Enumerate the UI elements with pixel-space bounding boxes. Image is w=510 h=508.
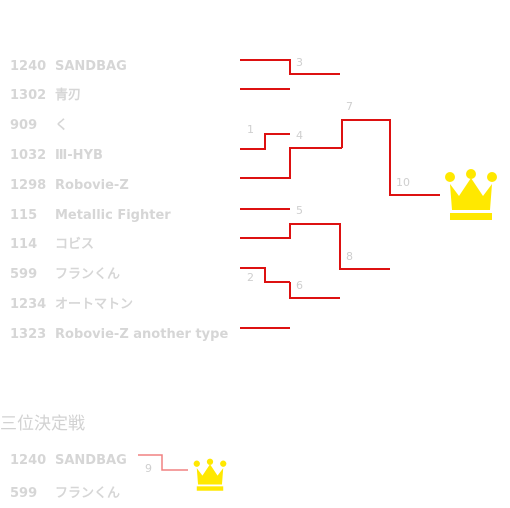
- entry-number: 599: [10, 267, 38, 282]
- third-place-entry-599: 599 フランくん: [10, 485, 120, 503]
- bracket-line-match-5: [240, 223, 390, 270]
- entry-name: フランくん: [55, 486, 121, 501]
- entry-1234: 1234 オートマトン: [10, 296, 133, 314]
- third-place-title: 三位決定戦: [0, 414, 85, 434]
- entry-name: オートマトン: [55, 297, 134, 312]
- entry-114: 114 コビス: [10, 236, 94, 254]
- entry-1302: 1302 青刃: [10, 87, 81, 105]
- entry-number: 1302: [10, 88, 47, 103]
- third-place-entry-1240: 1240 SANDBAG: [10, 452, 127, 470]
- match-label-9: 9: [145, 462, 152, 475]
- entry-name: 青刃: [55, 88, 82, 103]
- bracket-line-match-1: [240, 133, 290, 150]
- entry-name: Robovie-Z: [55, 178, 129, 193]
- entry-name: コビス: [55, 237, 95, 252]
- bracket-line-match-6: [289, 282, 340, 299]
- entry-name: Robovie-Z another type: [55, 327, 229, 342]
- entry-number: 114: [10, 237, 38, 252]
- bracket-line-match-7: [341, 119, 440, 196]
- entry-name: フランくん: [55, 267, 121, 282]
- match-label-7: 7: [346, 100, 353, 113]
- entry-name: く: [55, 118, 69, 133]
- entry-number: 1323: [10, 327, 47, 342]
- entry-1032: 1032 Ⅲ-HYB: [10, 147, 103, 165]
- entry-number: 1032: [10, 148, 47, 163]
- entry-115: 115 Metallic Fighter: [10, 207, 171, 225]
- entry-name: SANDBAG: [55, 59, 127, 74]
- entry-909: 909 く: [10, 117, 68, 135]
- match-label-3: 3: [296, 56, 303, 69]
- entry-number: 1234: [10, 297, 47, 312]
- entry-number: 1240: [10, 453, 47, 468]
- entry-1240-sandbag: 1240 SANDBAG: [10, 58, 127, 76]
- match-label-5: 5: [296, 204, 303, 217]
- match-label-10: 10: [396, 176, 410, 189]
- entry-599: 599 フランくん: [10, 266, 120, 284]
- match-label-6: 6: [296, 279, 303, 292]
- bracket-line-match-4: [240, 147, 342, 179]
- bracket-line-match-9: [138, 454, 188, 471]
- match-label-2: 2: [247, 271, 254, 284]
- bracket-line-match-2: [240, 267, 290, 283]
- entry-number: 1240: [10, 59, 47, 74]
- match-label-8: 8: [346, 250, 353, 263]
- entry-1298: 1298 Robovie-Z: [10, 177, 129, 195]
- crown-icon: [193, 458, 227, 491]
- entry-1323: 1323 Robovie-Z another type: [10, 326, 228, 344]
- bracket-line-match-3: [240, 59, 340, 75]
- match-label-4: 4: [296, 129, 303, 142]
- entry-name: Ⅲ-HYB: [55, 148, 103, 163]
- entry-number: 115: [10, 208, 38, 223]
- entry-number: 599: [10, 486, 38, 501]
- entry-number: 1298: [10, 178, 47, 193]
- entry-number: 909: [10, 118, 38, 133]
- bracket-lines: [240, 59, 440, 329]
- entry-name: Metallic Fighter: [55, 208, 171, 223]
- match-label-1: 1: [247, 123, 254, 136]
- crown-icon: [445, 169, 497, 220]
- entry-name: SANDBAG: [55, 453, 127, 468]
